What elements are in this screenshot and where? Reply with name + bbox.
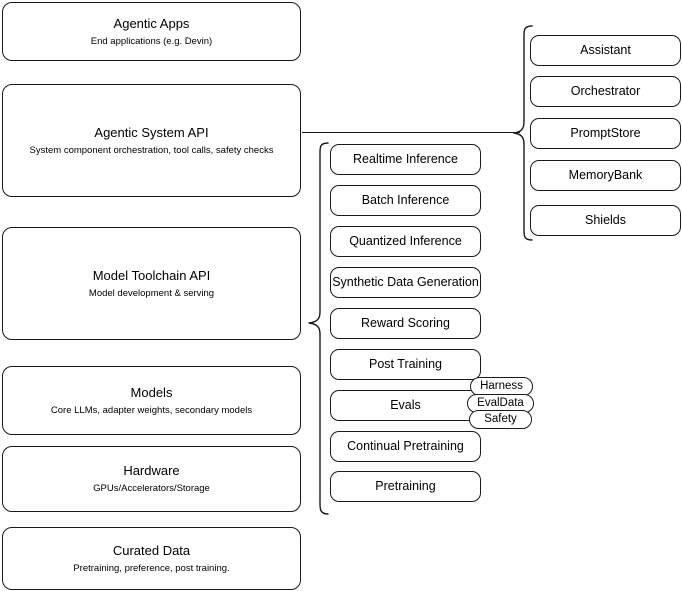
layer-box-agentic-system-api[interactable]: Agentic System API System component orch…	[2, 84, 301, 197]
system-component-memorybank[interactable]: MemoryBank	[530, 160, 681, 191]
eval-pill-label: EvalData	[477, 397, 524, 409]
system-component-label: Assistant	[580, 43, 631, 57]
layer-title: Models	[130, 384, 173, 400]
toolchain-item-continual-pretraining[interactable]: Continual Pretraining	[330, 431, 481, 462]
toolchain-item-label: Post Training	[369, 357, 442, 371]
system-component-shields[interactable]: Shields	[530, 205, 681, 236]
layer-subtitle: Pretraining, preference, post training.	[73, 562, 230, 574]
layer-box-models[interactable]: Models Core LLMs, adapter weights, secon…	[2, 366, 301, 435]
layer-title: Curated Data	[112, 542, 191, 558]
toolchain-item-synthetic-data-generation[interactable]: Synthetic Data Generation	[330, 267, 481, 298]
layer-box-curated-data[interactable]: Curated Data Pretraining, preference, po…	[2, 527, 301, 590]
toolchain-item-post-training[interactable]: Post Training	[330, 349, 481, 380]
toolchain-item-label: Pretraining	[375, 479, 436, 493]
system-component-label: MemoryBank	[568, 168, 643, 182]
toolchain-item-label: Evals	[390, 398, 421, 412]
toolchain-item-reward-scoring[interactable]: Reward Scoring	[330, 308, 481, 339]
toolchain-item-label: Batch Inference	[361, 193, 450, 207]
layer-box-agentic-apps[interactable]: Agentic Apps End applications (e.g. Devi…	[2, 2, 301, 61]
toolchain-item-label: Reward Scoring	[361, 316, 450, 330]
layer-title: Model Toolchain API	[92, 267, 211, 283]
eval-pill-evaldata[interactable]: EvalData	[467, 394, 534, 413]
toolchain-item-label: Synthetic Data Generation	[332, 275, 479, 289]
toolchain-item-realtime-inference[interactable]: Realtime Inference	[330, 144, 481, 175]
brace-middle-column	[306, 140, 330, 518]
toolchain-item-label: Quantized Inference	[349, 234, 462, 248]
layer-box-model-toolchain-api[interactable]: Model Toolchain API Model development & …	[2, 227, 301, 340]
layer-subtitle: End applications (e.g. Devin)	[90, 35, 213, 47]
layer-title: Hardware	[123, 463, 180, 478]
layer-title: Agentic System API	[94, 124, 209, 140]
system-component-label: Orchestrator	[570, 84, 641, 98]
toolchain-item-label: Continual Pretraining	[347, 439, 464, 453]
eval-pill-label: Safety	[484, 413, 517, 425]
layer-subtitle: GPUs/Accelerators/Storage	[93, 483, 210, 494]
eval-pill-safety[interactable]: Safety	[469, 410, 532, 429]
layer-subtitle: Model development & serving	[88, 287, 215, 299]
system-component-orchestrator[interactable]: Orchestrator	[530, 76, 681, 107]
eval-pill-harness[interactable]: Harness	[470, 377, 533, 396]
system-component-promptstore[interactable]: PromptStore	[530, 118, 681, 149]
toolchain-item-evals[interactable]: Evals	[330, 390, 481, 421]
layer-box-hardware[interactable]: Hardware GPUs/Accelerators/Storage	[2, 446, 301, 512]
system-component-assistant[interactable]: Assistant	[530, 35, 681, 66]
layer-subtitle: Core LLMs, adapter weights, secondary mo…	[50, 404, 253, 416]
toolchain-item-pretraining[interactable]: Pretraining	[330, 471, 481, 502]
eval-pill-label: Harness	[480, 380, 523, 392]
system-component-label: PromptStore	[570, 126, 641, 140]
layer-title: Agentic Apps	[113, 15, 190, 31]
system-component-label: Shields	[585, 213, 626, 227]
layer-subtitle: System component orchestration, tool cal…	[29, 144, 274, 156]
toolchain-item-quantized-inference[interactable]: Quantized Inference	[330, 226, 481, 257]
connector-line-system-api	[302, 132, 520, 133]
toolchain-item-label: Realtime Inference	[353, 152, 458, 166]
toolchain-item-batch-inference[interactable]: Batch Inference	[330, 185, 481, 216]
